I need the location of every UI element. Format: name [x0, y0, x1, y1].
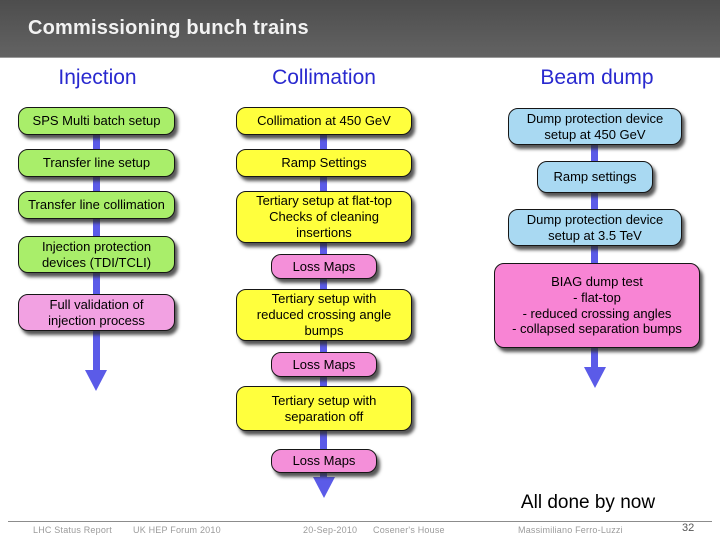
flow-box-ramp-settings-collimation: Ramp Settings [236, 149, 412, 177]
down-arrow-icon [584, 367, 606, 388]
flow-box-loss-maps-1: Loss Maps [271, 254, 377, 279]
column-header-collimation: Collimation [272, 66, 376, 89]
footer-event-name: UK HEP Forum 2010 [133, 525, 221, 535]
flow-box-transfer-line-collimation: Transfer line collimation [18, 191, 175, 219]
slide-title-bar: Commissioning bunch trains [0, 0, 720, 58]
flow-box-dump-protection-3-5tev: Dump protection device setup at 3.5 TeV [508, 209, 682, 246]
flow-box-tertiary-separation-off: Tertiary setup with separation off [236, 386, 412, 431]
column-header-injection: Injection [58, 66, 137, 89]
footer-divider [8, 521, 712, 522]
flow-box-ramp-settings-dump: Ramp settings [537, 161, 653, 193]
flow-box-sps-multi-batch-setup: SPS Multi batch setup [18, 107, 175, 135]
footer-date: 20-Sep-2010 [303, 525, 358, 535]
footer-author: Massimiliano Ferro-Luzzi [518, 525, 623, 535]
flow-box-tertiary-reduced-crossing: Tertiary setup with reduced crossing ang… [236, 289, 412, 341]
flow-box-biag-dump-test: BIAG dump test - flat-top - reduced cros… [494, 263, 700, 348]
flow-box-dump-protection-450gev: Dump protection device setup at 450 GeV [508, 108, 682, 145]
flow-box-full-validation: Full validation of injection process [18, 294, 175, 331]
footer-venue: Cosener's House [373, 525, 445, 535]
column-header-beam-dump: Beam dump [540, 66, 654, 89]
flow-box-injection-protection: Injection protection devices (TDI/TCLI) [18, 236, 175, 273]
flow-box-loss-maps-2: Loss Maps [271, 352, 377, 377]
footer-report-name: LHC Status Report [33, 525, 112, 535]
flow-box-collimation-450gev: Collimation at 450 GeV [236, 107, 412, 135]
slide-page-number: 32 [682, 522, 695, 534]
annotation-all-done: All done by now [520, 492, 656, 513]
slide-title: Commissioning bunch trains [28, 17, 309, 39]
flow-box-transfer-line-setup: Transfer line setup [18, 149, 175, 177]
flow-box-tertiary-flat-top: Tertiary setup at flat-top Checks of cle… [236, 191, 412, 243]
down-arrow-icon [85, 370, 107, 391]
down-arrow-icon [313, 477, 335, 498]
flow-box-loss-maps-3: Loss Maps [271, 449, 377, 473]
